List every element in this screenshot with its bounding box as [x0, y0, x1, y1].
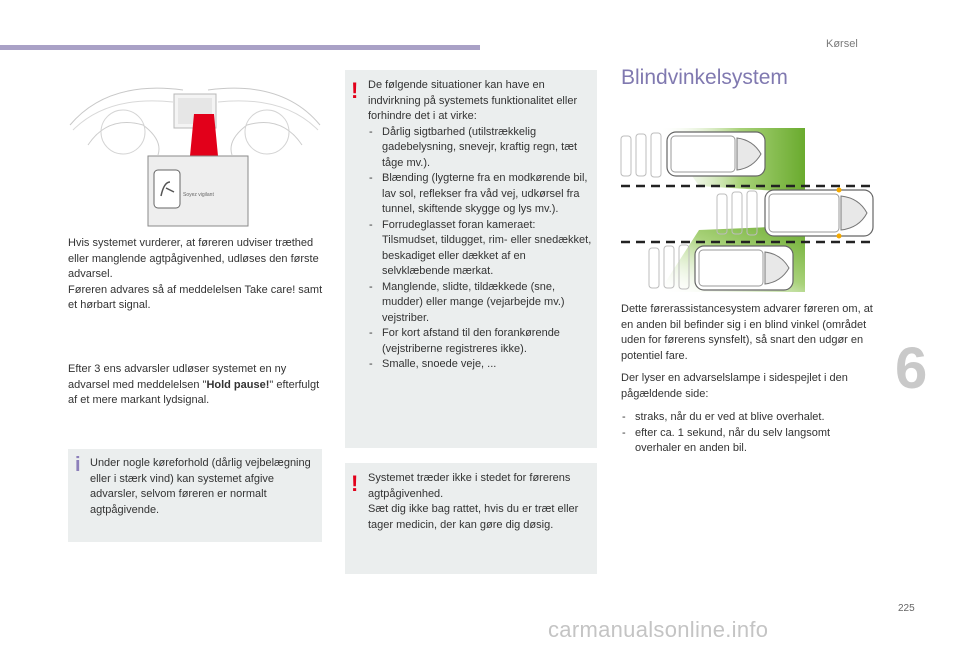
intro-paragraph: Dette førerassistancesystem advarer føre…	[621, 303, 873, 362]
page-number: 225	[898, 603, 915, 614]
warning-box-attention: ! Systemet træder ikke i stedet for føre…	[345, 463, 597, 574]
header-rule	[0, 45, 480, 50]
fatigue-first-alert-paragraph: Hvis systemet vurderer, at føreren udvis…	[68, 236, 324, 314]
chapter-number: 6	[895, 336, 928, 401]
hold-pause-paragraph: Efter 3 ens advarsler udløser systemet e…	[68, 362, 320, 409]
list-item: Forrudeglasset foran kameraet: Tilsmudse…	[368, 218, 592, 280]
list-item: Dårlig sigtbarhed (utilstrækkelig gadebe…	[368, 125, 592, 172]
info-note-box: i Under nogle køreforhold (dårlig vejbel…	[68, 449, 322, 542]
warning-box-conditions: ! De følgende situationer kan have en in…	[345, 70, 597, 448]
warning-intro: De følgende situationer kan have en indv…	[368, 79, 578, 122]
take-care-text: Føreren advares så af meddelelsen Take c…	[68, 283, 323, 312]
warning-icon: !	[351, 471, 359, 496]
hold-pause-text-start: Efter 3 ens advarsler udløser systemet e…	[68, 363, 287, 391]
list-item: Blænding (lygterne fra en modkørende bil…	[368, 171, 592, 218]
page-heading: Blindvinkelsystem	[621, 66, 788, 89]
conditions-list: Dårlig sigtbarhed (utilstrækkelig gadebe…	[368, 125, 592, 373]
hold-pause-text-end: " efterfulgt af et mere markant lydsigna…	[68, 378, 320, 407]
illustration-caption: Soyez vigilant	[183, 192, 214, 198]
blind-spot-diagram	[619, 120, 875, 298]
instrument-cluster-illustration	[68, 70, 322, 230]
section-title: Kørsel	[826, 38, 858, 50]
list-item: efter ca. 1 sekund, når du selv langsomt…	[621, 426, 875, 457]
first-alert-text: Hvis systemet vurderer, at føreren udvis…	[68, 237, 319, 280]
list-item: For kort afstand til den forankørende (v…	[368, 326, 592, 357]
watermark: carmanualsonline.info	[548, 617, 769, 642]
list-item: Smalle, snoede veje, ...	[368, 357, 592, 373]
warning-icon: !	[351, 78, 359, 103]
list-item: Manglende, slidte, tildækkede (sne, mudd…	[368, 280, 592, 327]
hold-pause-message: Hold pause!	[206, 378, 270, 391]
warning-lamp-paragraph: Der lyser en advarselslampe i sidespejle…	[621, 372, 848, 400]
attention-warning-text: Systemet træder ikke i stedet for førere…	[368, 472, 579, 531]
lamp-conditions-list: straks, når du er ved at blive overhalet…	[621, 410, 875, 457]
list-item: straks, når du er ved at blive overhalet…	[621, 410, 875, 426]
info-note-text: Under nogle køreforhold (dårlig vejbelæg…	[90, 457, 311, 516]
info-icon: i	[75, 454, 81, 476]
